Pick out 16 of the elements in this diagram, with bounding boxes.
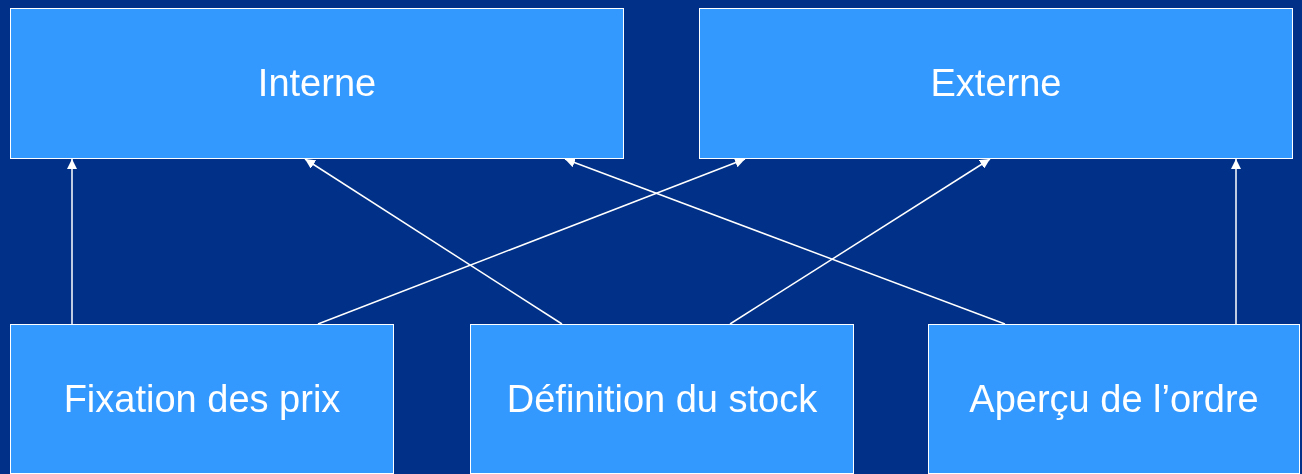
arrow: [304, 158, 563, 325]
process-box: [10, 8, 624, 159]
arrow: [1231, 158, 1241, 325]
process-box: [928, 324, 1300, 474]
arrow: [317, 157, 746, 325]
arrow: [729, 158, 991, 325]
box-label: Aperçu de l’ordre: [969, 377, 1259, 421]
arrow: [564, 157, 1006, 325]
process-box: [10, 324, 394, 474]
box-label: Externe: [930, 62, 1062, 105]
process-box: [470, 324, 854, 474]
box-label: Définition du stock: [506, 377, 818, 421]
box-label: Fixation des prix: [63, 377, 341, 421]
process-box: [699, 8, 1293, 159]
box-label: Interne: [257, 62, 377, 105]
arrow: [67, 158, 77, 325]
